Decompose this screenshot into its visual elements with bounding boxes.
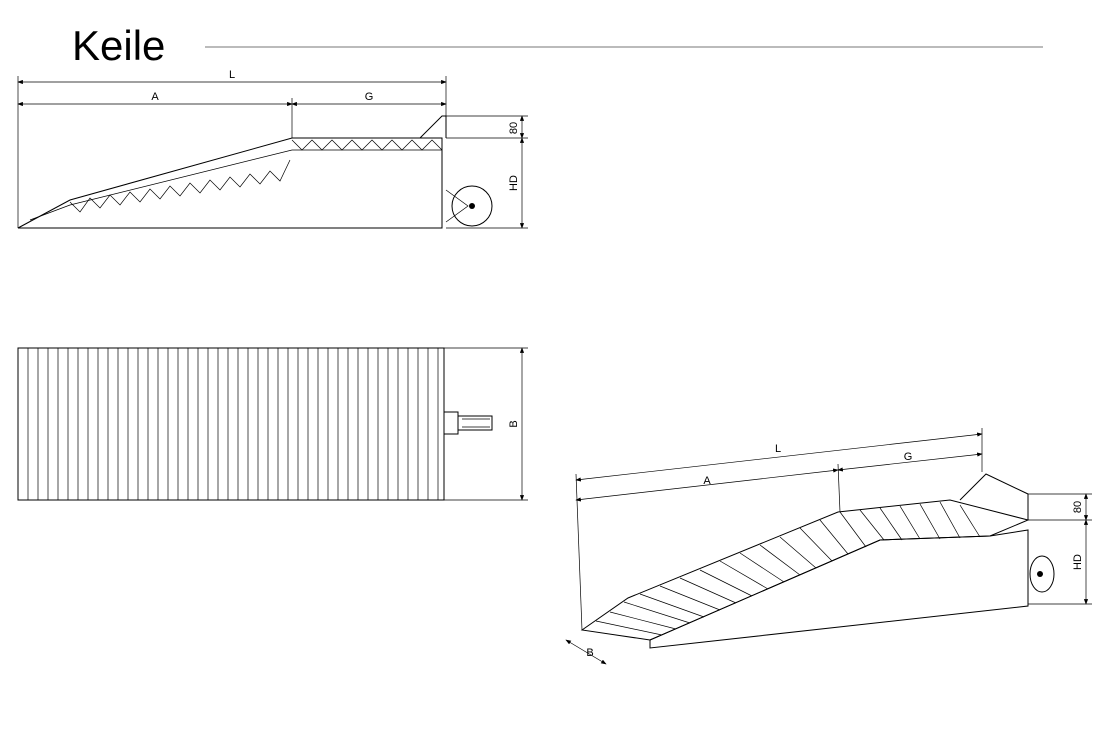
iso-dim-label-80: 80 [1072, 501, 1084, 513]
ramp-top-slats [27, 348, 439, 500]
ramp-iso-slats [595, 501, 981, 636]
side-view: L A G 80 HD [17, 69, 528, 229]
iso-dim-label-g: G [904, 451, 913, 463]
wheel-side [451, 185, 493, 227]
ramp-truss [69, 139, 443, 213]
dim-label-g: G [365, 91, 374, 103]
dim-label-80: 80 [508, 122, 520, 134]
dim-label-a: A [151, 91, 159, 103]
ramp-iso-side [649, 529, 1029, 649]
wheel-top [443, 411, 493, 435]
dim-label-b: B [508, 420, 520, 427]
iso-dim-label-l: L [775, 443, 781, 455]
ramp-side-profile [17, 137, 443, 229]
ramp-top-outline [17, 347, 445, 501]
dim-label-l: L [229, 69, 235, 81]
dim-label-hd: HD [508, 175, 520, 191]
ramp-lip [419, 115, 447, 139]
ramp-iso-surface [580, 499, 1030, 641]
iso-wheel [1029, 555, 1055, 593]
iso-ramp-lip [959, 473, 1029, 520]
iso-dim-label-a: A [703, 475, 711, 487]
top-view: B [17, 347, 528, 501]
iso-view: L A G B [565, 428, 1092, 665]
iso-dim-label-b: B [586, 647, 593, 659]
iso-dim-label-hd: HD [1072, 554, 1084, 570]
page-title: Keile [72, 22, 166, 69]
